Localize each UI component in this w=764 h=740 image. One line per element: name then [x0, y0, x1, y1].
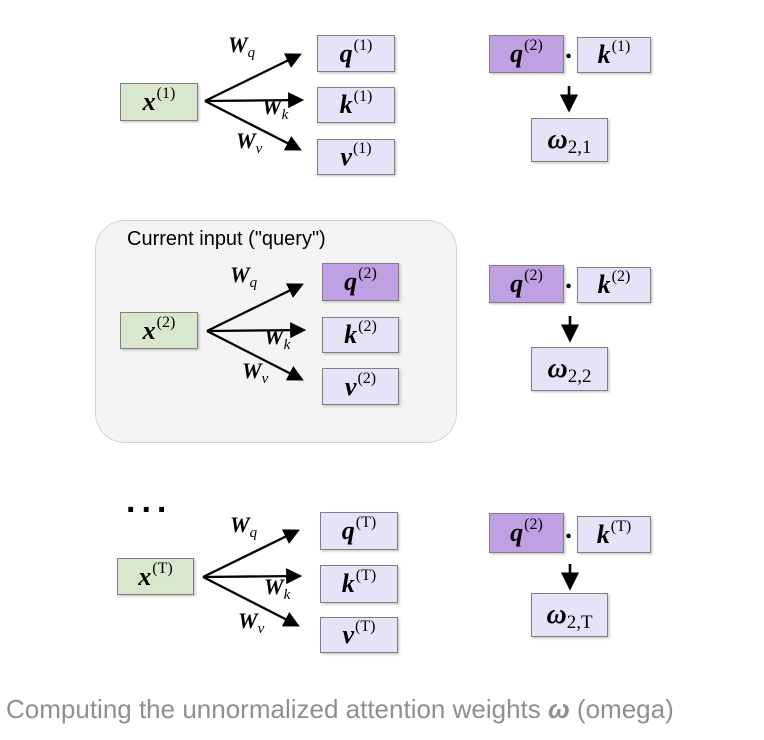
q1-box: q(1): [317, 35, 395, 72]
wk-label-row2: Wk: [264, 324, 291, 353]
key-k1-box-row1: k(1): [577, 37, 651, 73]
ellipsis-dots: ...: [126, 482, 173, 520]
current-input-label: Current input ("query"): [127, 228, 326, 250]
qT-box: q(T): [320, 512, 398, 550]
vT-box: v(T): [320, 617, 398, 653]
query-q2-box-row3: q(2): [489, 513, 564, 553]
k1-box: k(1): [317, 87, 395, 123]
kT-box: k(T): [320, 565, 398, 603]
caption-omega-symbol: ω: [548, 694, 570, 724]
xT-box: x(T): [117, 558, 194, 595]
wv-label-row3: Wv: [238, 608, 265, 637]
wk-label-row3: Wk: [264, 574, 291, 603]
x2-box: x(2): [120, 312, 198, 349]
wq-label-row2: Wq: [230, 262, 258, 291]
wk-label-row1: Wk: [262, 94, 289, 123]
v1-box: v(1): [317, 139, 395, 175]
wv-label-row2: Wv: [242, 358, 269, 387]
arrow-wq-row1: [204, 53, 302, 103]
figure-caption: Computing the unnormalized attention wei…: [6, 694, 762, 725]
dot-product-dot-row2: .: [565, 264, 572, 295]
wq-label-row1: Wq: [228, 32, 256, 61]
query-q2-box-row2: q(2): [489, 265, 564, 303]
key-k2-box-row2: k(2): [577, 267, 651, 303]
key-kT-box-row3: k(T): [577, 516, 651, 553]
wq-label-row3: Wq: [230, 512, 258, 541]
k2-box: k(2): [322, 317, 399, 353]
wv-label-row1: Wv: [236, 128, 263, 157]
caption-suffix: (omega): [569, 694, 674, 724]
query-q2-box-row1: q(2): [489, 35, 564, 73]
x1-box: x(1): [120, 83, 198, 121]
caption-prefix: Computing the unnormalized attention wei…: [6, 694, 548, 724]
dot-product-dot-row3: .: [565, 514, 572, 545]
dot-product-dot-row1: .: [565, 34, 572, 65]
q2-box: q(2): [322, 263, 399, 301]
v2-box: v(2): [322, 368, 399, 405]
